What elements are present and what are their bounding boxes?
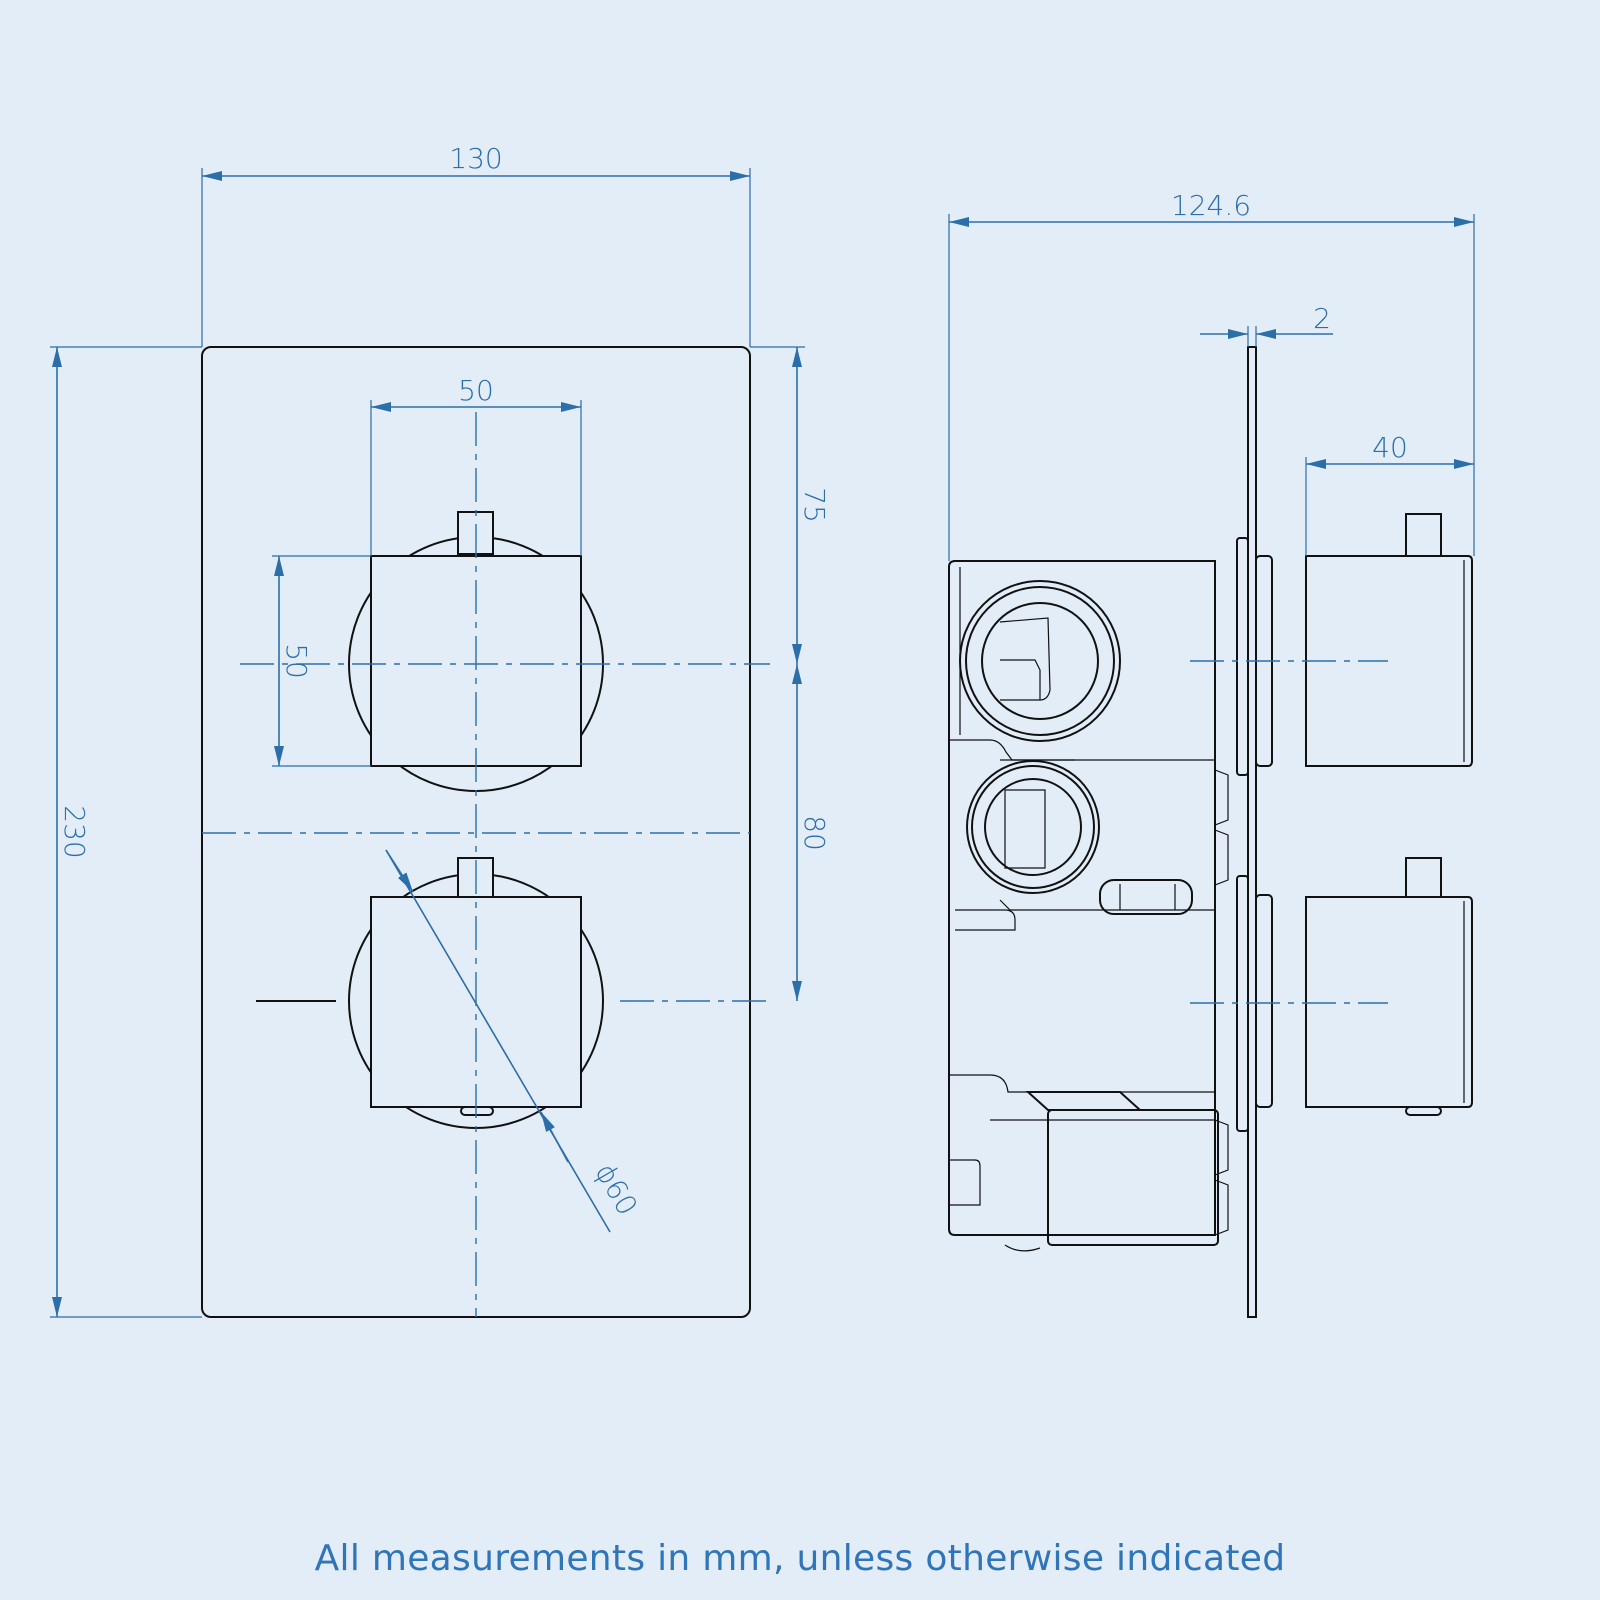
- lower-control-knob: [256, 857, 604, 1129]
- width-dimension-label: 130: [449, 142, 502, 175]
- depth-dimension-label: 124.6: [1171, 189, 1251, 222]
- pipe-clip: [1099, 879, 1193, 915]
- outlet-fitting: [1004, 1091, 1219, 1252]
- upper-handle-side: [1305, 513, 1473, 767]
- handle-height-dimension-label: 50: [280, 643, 313, 679]
- upper-plate-boss: [1236, 537, 1249, 776]
- center-spacing-dimension-label: 80: [798, 815, 831, 851]
- top-offset-dimension-label: 75: [798, 487, 831, 523]
- hex-nut-upper: [1214, 769, 1229, 886]
- plate-thickness-label: 2: [1313, 302, 1331, 335]
- wall-plate-edge: [1247, 346, 1257, 1318]
- lower-handle-side: [1305, 857, 1473, 1116]
- side-view: 124.6 2 40: [948, 189, 1475, 1318]
- height-dimension-label: 230: [58, 805, 91, 858]
- handle-depth-dimension-label: 40: [1372, 431, 1408, 464]
- diameter-dimension-label: ϕ60: [588, 1158, 644, 1221]
- front-view: 130 230 50 50 75 80 ϕ60: [50, 142, 831, 1318]
- lower-knob-tab: [460, 1106, 494, 1116]
- lower-sleeve: [1255, 894, 1273, 1108]
- upper-inlet-port: [959, 580, 1121, 742]
- lower-inlet-port: [966, 759, 1100, 894]
- measurement-note: All measurements in mm, unless otherwise…: [314, 1538, 1286, 1579]
- hex-nut-lower: [1214, 1119, 1229, 1236]
- handle-width-dimension-label: 50: [458, 374, 494, 407]
- diameter-leader-line: [385, 849, 611, 1233]
- valve-body: [948, 560, 1216, 1236]
